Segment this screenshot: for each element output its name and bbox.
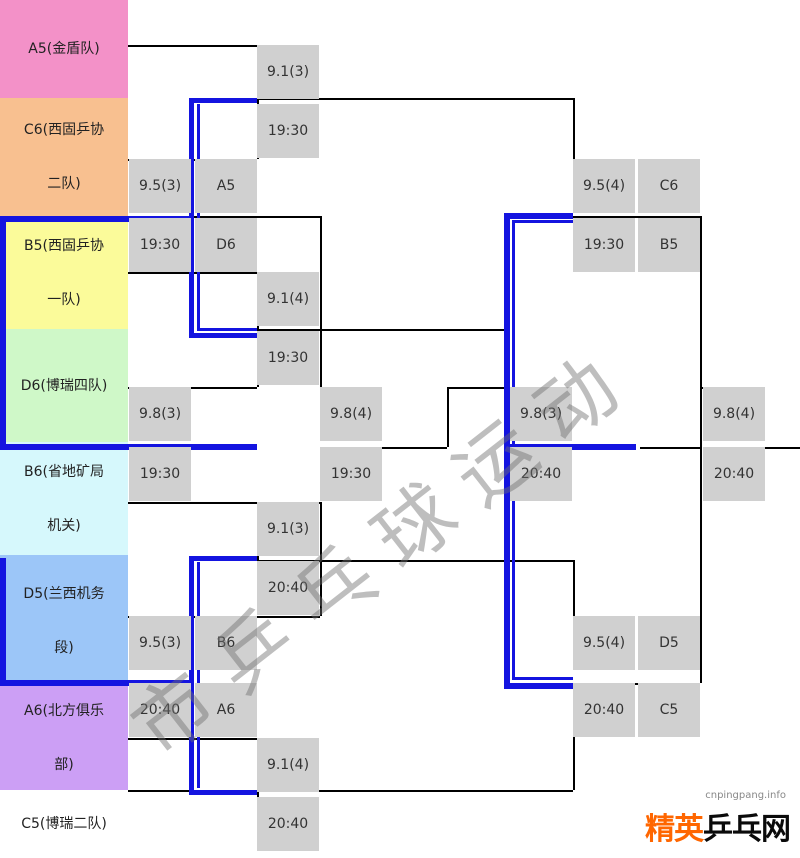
highlight-line [0, 444, 257, 450]
match-cell: 9.5(4) [573, 159, 635, 213]
highlight-line [0, 216, 6, 447]
team-label-line: B6(省地矿局 [24, 463, 104, 480]
highlight-line [512, 677, 573, 680]
match-cell: C6 [638, 159, 700, 213]
match-cell: 20:40 [510, 447, 572, 501]
highlight-line [197, 104, 200, 328]
match-cell: D5 [638, 616, 700, 670]
match-cell: 9.8(3) [129, 387, 191, 441]
team-d5: D5(兰西机务段) [0, 555, 128, 686]
bracket-line [257, 560, 573, 562]
match-cell: 9.5(4) [573, 616, 635, 670]
highlight-line [504, 683, 573, 689]
team-label-line: D6(博瑞四队) [20, 377, 108, 394]
highlight-line [189, 333, 257, 338]
match-cell: D6 [195, 218, 257, 272]
bracket-line [640, 447, 700, 449]
team-a5: A5(金盾队) [0, 0, 128, 98]
bracket-line [573, 560, 575, 616]
team-label-line: A5(金盾队) [28, 41, 100, 57]
highlight-line [189, 556, 194, 793]
bracket-line [573, 98, 575, 159]
match-cell: 20:40 [573, 683, 635, 737]
match-cell: 19:30 [257, 104, 319, 158]
highlight-line [0, 558, 6, 682]
highlight-line [197, 562, 200, 788]
match-cell: B5 [638, 218, 700, 272]
match-cell: 9.1(3) [257, 45, 319, 99]
bracket-line [320, 447, 447, 449]
bracket-line [128, 387, 257, 389]
bracket-line [320, 502, 322, 616]
match-cell: 19:30 [320, 447, 382, 501]
highlight-line [573, 444, 636, 450]
team-label-line: B5(西固乒协 [24, 237, 104, 254]
bracket-line [447, 387, 449, 447]
match-cell: C5 [638, 683, 700, 737]
team-label-line: A6(北方俱乐 [24, 703, 104, 719]
bracket-line [573, 683, 700, 685]
match-cell: 20:40 [257, 561, 319, 615]
match-cell: 9.1(4) [257, 738, 319, 792]
team-b5: B5(西固乒协一队) [0, 216, 128, 329]
match-cell: 9.5(3) [129, 616, 191, 670]
match-cell: B6 [195, 616, 257, 670]
highlight-line [0, 216, 192, 222]
match-cell: 19:30 [129, 218, 191, 272]
team-c5: C5(博瑞二队) [0, 790, 128, 858]
team-label-line: 二队) [47, 176, 81, 192]
team-label-line: 一队) [47, 291, 81, 308]
team-label-line: C6(西固乒协 [23, 122, 105, 138]
match-cell: 20:40 [129, 683, 191, 737]
match-cell: A5 [195, 159, 257, 213]
highlight-line [189, 556, 257, 561]
match-cell: 19:30 [257, 331, 319, 385]
highlight-line [197, 328, 257, 331]
match-cell: 9.5(3) [129, 159, 191, 213]
match-cell: 19:30 [573, 218, 635, 272]
match-cell: 20:40 [257, 797, 319, 851]
bracket-line [765, 447, 800, 449]
team-b6: B6(省地矿局机关) [0, 442, 128, 555]
highlight-line [189, 790, 257, 795]
bracket-line [573, 216, 700, 218]
bracket-line [320, 216, 322, 329]
match-cell: 9.8(4) [703, 387, 765, 441]
team-label-line: 段) [54, 639, 74, 656]
match-cell: 20:40 [703, 447, 765, 501]
team-label-line: C5(博瑞二队) [21, 816, 107, 832]
match-cell: 9.1(3) [257, 502, 319, 556]
bracket-line [700, 387, 703, 389]
bracket-line [128, 216, 320, 218]
team-label-line: 机关) [47, 517, 81, 534]
highlight-line [189, 98, 257, 103]
match-cell: 9.8(3) [510, 387, 572, 441]
highlight-line [0, 680, 192, 686]
bracket-line [700, 216, 702, 683]
bracket-line [320, 329, 322, 387]
team-a6: A6(北方俱乐部) [0, 686, 128, 790]
match-cell: 9.8(4) [320, 387, 382, 441]
bracket-line [257, 329, 510, 331]
team-label-line: 部) [54, 757, 74, 773]
match-cell: 19:30 [129, 447, 191, 501]
match-cell: A6 [195, 683, 257, 737]
team-d6: D6(博瑞四队) [0, 329, 128, 442]
highlight-line [189, 98, 194, 336]
team-label-line: D5(兰西机务 [23, 585, 105, 602]
team-c6: C6(西固乒协二队) [0, 98, 128, 216]
highlight-line [512, 220, 573, 223]
highlight-line [504, 213, 573, 219]
match-cell: 9.1(4) [257, 272, 319, 326]
bracket-line [128, 790, 573, 792]
bracket-line [447, 387, 510, 389]
bracket-line [257, 98, 573, 100]
bracket-line [128, 502, 257, 504]
bracket-line [128, 45, 257, 47]
